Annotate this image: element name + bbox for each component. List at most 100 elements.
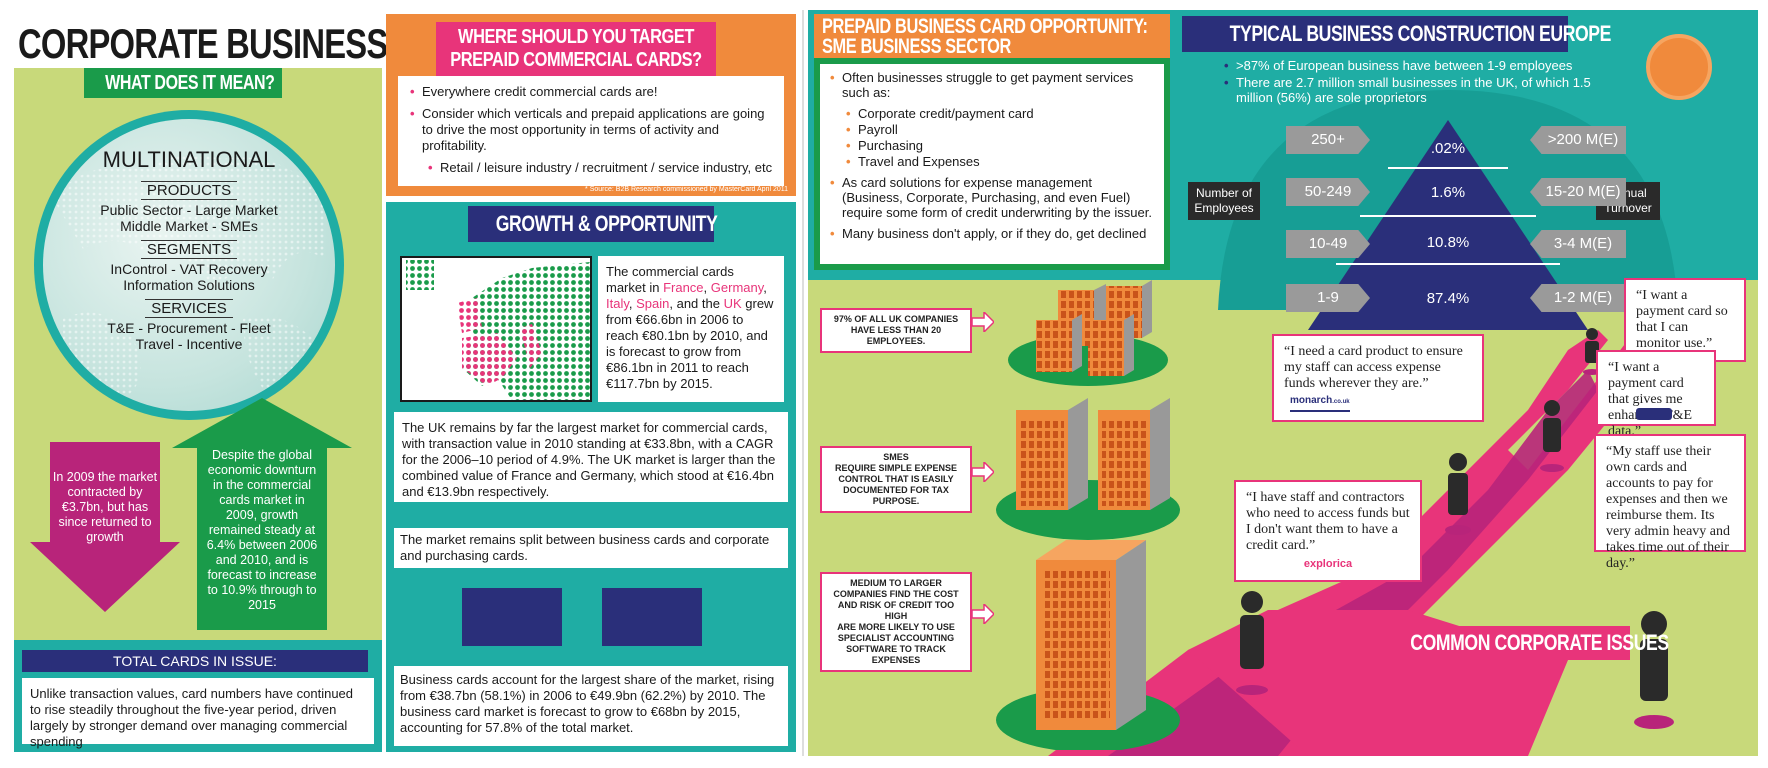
- country-spain: Spain: [636, 296, 670, 311]
- total-cards-title: TOTAL CARDS IN ISSUE:: [22, 650, 368, 672]
- sme-title-banner: PREPAID BUSINESS CARD OPPORTUNITY: SME B…: [814, 14, 1170, 58]
- page-title: CORPORATE BUSINESS: [18, 20, 388, 67]
- target-sub-bullet: Retail / leisure industry / recruitment …: [426, 160, 774, 176]
- quote-expense-funds-text: “I need a card product to ensure my staf…: [1284, 344, 1463, 391]
- monarch-logo-text: monarch: [1290, 395, 1333, 406]
- sme-bullet-2: As card solutions for expense management…: [828, 175, 1156, 220]
- quote-te-data: “I want a payment card that gives me enh…: [1596, 350, 1716, 439]
- growth-market-text-1: The commercial cards market in: [606, 264, 734, 295]
- share-value-1: 1.6%: [1430, 184, 1466, 201]
- products-label: PRODUCTS: [140, 181, 238, 200]
- turnover-value-0: >200 M(E): [1530, 126, 1626, 154]
- europe-bullet-1: >87% of European business have between 1…: [1222, 58, 1592, 73]
- target-bullet-2: Consider which verticals and prepaid app…: [408, 106, 774, 154]
- europe-map-icon: [406, 260, 590, 400]
- sme-bullet-3: Many business don't apply, or if they do…: [828, 226, 1156, 241]
- sme-sub-4: Travel and Expenses: [844, 154, 1156, 169]
- arrow-up-text: Despite the global economic downturn in …: [206, 448, 318, 612]
- share-value-2: 10.8%: [1426, 234, 1470, 251]
- arrow-right-icon: [972, 312, 994, 332]
- corporate-cards-block: [602, 588, 702, 646]
- and-the: , and the: [669, 296, 724, 311]
- europe-title: TYPICAL BUSINESS CONSTRUCTION EUROPE: [1229, 21, 1612, 46]
- panel-divider: [802, 10, 804, 756]
- growth-market-text: The commercial cards market in France, G…: [598, 256, 784, 402]
- employees-value-3: 1-9: [1286, 284, 1370, 312]
- employees-value-2: 10-49: [1286, 230, 1370, 258]
- share-value-0: .02%: [1430, 140, 1466, 157]
- sme-title-line1: PREPAID BUSINESS CARD OPPORTUNITY:: [822, 15, 1148, 38]
- sun-icon: [1646, 34, 1712, 100]
- services-line1: T&E - Procurement - Fleet: [107, 320, 271, 336]
- buildings-icon: [996, 280, 1180, 750]
- pyramid-icon: [1308, 120, 1588, 330]
- sme-bullet-1: Often businesses struggle to get payment…: [828, 70, 1156, 100]
- comma-1: ,: [703, 280, 711, 295]
- sme-label-2: SMES REQUIRE SIMPLE EXPENSE CONTROL THAT…: [820, 446, 972, 513]
- people-icon: [1236, 328, 1674, 729]
- business-cards-block: [462, 588, 562, 646]
- left-panel: CORPORATE BUSINESS WHAT DOES IT MEAN? MU…: [12, 12, 388, 752]
- sme-bullets-frame: Often businesses struggle to get payment…: [814, 58, 1170, 270]
- employees-label-2: Employees: [1194, 201, 1254, 215]
- services-line2: Travel - Incentive: [135, 336, 243, 352]
- total-cards-box: TOTAL CARDS IN ISSUE: Unlike transaction…: [14, 640, 382, 752]
- sme-label-3-b: ARE MORE LIKELY TO USE SPECIALIST ACCOUN…: [837, 622, 955, 665]
- sme-title-line2: SME BUSINESS SECTOR: [822, 35, 1011, 58]
- turnover-value-1: 15-20 M(E): [1530, 178, 1626, 206]
- turnover-value-3: 1-2 M(E): [1530, 284, 1626, 312]
- growth-title-banner: GROWTH & OPPORTUNITY: [468, 206, 718, 242]
- target-panel: WHERE SHOULD YOU TARGET PREPAID COMMERCI…: [386, 14, 796, 196]
- right-panel: PREPAID BUSINESS CARD OPPORTUNITY: SME B…: [808, 10, 1758, 756]
- coach-icon: [1636, 408, 1672, 420]
- globe-content: MULTINATIONAL PRODUCTS Public Sector - L…: [43, 147, 335, 352]
- globe-dots-icon: [53, 155, 325, 399]
- target-bullet-1: Everywhere credit commercial cards are!: [408, 84, 774, 100]
- globe-heading: MULTINATIONAL: [102, 147, 276, 172]
- target-source: * Source: B2B Research commissioned by M…: [585, 186, 788, 193]
- monarch-logo-suffix: .co.uk: [1332, 399, 1350, 405]
- total-cards-text: Unlike transaction values, card numbers …: [22, 678, 374, 749]
- what-does-it-mean-banner: WHAT DOES IT MEAN?: [84, 68, 282, 98]
- growth-uk-text: The UK remains by far the largest market…: [394, 412, 788, 502]
- issues-title-banner: COMMON CORPORATE ISSUES: [1378, 626, 1669, 660]
- employees-label-1: Number of: [1195, 186, 1253, 200]
- arrow-up-icon: [172, 398, 352, 630]
- sme-sub-2: Payroll: [844, 122, 1156, 137]
- comma-3: ,: [628, 296, 637, 311]
- arrow-right-icon-3: [972, 604, 994, 624]
- country-germany: Germany: [710, 280, 764, 295]
- sme-label-3-a: MEDIUM TO LARGER COMPANIES FIND THE COST…: [833, 578, 959, 621]
- sme-bullets: Often businesses struggle to get payment…: [820, 64, 1164, 264]
- country-italy: Italy: [606, 296, 629, 311]
- sme-label-2-a: SMES: [883, 452, 909, 462]
- segments-label: SEGMENTS: [140, 240, 238, 259]
- country-uk: UK: [723, 296, 742, 311]
- target-bullets: Everywhere credit commercial cards are! …: [398, 76, 784, 186]
- quote-own-cards: “My staff use their own cards and accoun…: [1594, 434, 1746, 571]
- growth-split-text: The market remains split between busines…: [394, 528, 788, 568]
- growth-title: GROWTH & OPPORTUNITY: [495, 211, 718, 236]
- quote-expense-funds: “I need a card product to ensure my staf…: [1272, 334, 1484, 422]
- europe-map: [400, 256, 592, 402]
- issues-title: COMMON CORPORATE ISSUES: [1410, 630, 1669, 655]
- europe-bullets: >87% of European business have between 1…: [1222, 58, 1592, 111]
- explorica-logo: explorica: [1303, 558, 1353, 570]
- services-label: SERVICES: [145, 299, 233, 318]
- growth-market-text-2: grew from €66.6bn in 2006 to reach €80.1…: [606, 296, 774, 391]
- arrow-down-icon: [30, 442, 180, 612]
- target-title: WHERE SHOULD YOU TARGET PREPAID COMMERCI…: [450, 26, 702, 71]
- comma-2: ,: [763, 280, 767, 295]
- europe-title-banner: TYPICAL BUSINESS CONSTRUCTION EUROPE: [1182, 16, 1611, 52]
- employees-value-0: 250+: [1286, 126, 1370, 154]
- segments-line2: Information Solutions: [123, 277, 255, 293]
- arrow-right-icon-2: [972, 462, 994, 482]
- sme-sub-1: Corporate credit/payment card: [844, 106, 1156, 121]
- share-value-3: 87.4%: [1426, 290, 1470, 307]
- what-does-it-mean-label: WHAT DOES IT MEAN?: [105, 72, 275, 94]
- quote-staff-contractors: “I have staff and contractors who need t…: [1234, 480, 1422, 582]
- employees-label: Number of Employees: [1188, 182, 1260, 220]
- growth-panel: GROWTH & OPPORTUNITY The commercial card…: [386, 202, 796, 752]
- growth-business-cards-text: Business cards account for the largest s…: [394, 666, 788, 746]
- target-title-banner: WHERE SHOULD YOU TARGET PREPAID COMMERCI…: [436, 22, 716, 78]
